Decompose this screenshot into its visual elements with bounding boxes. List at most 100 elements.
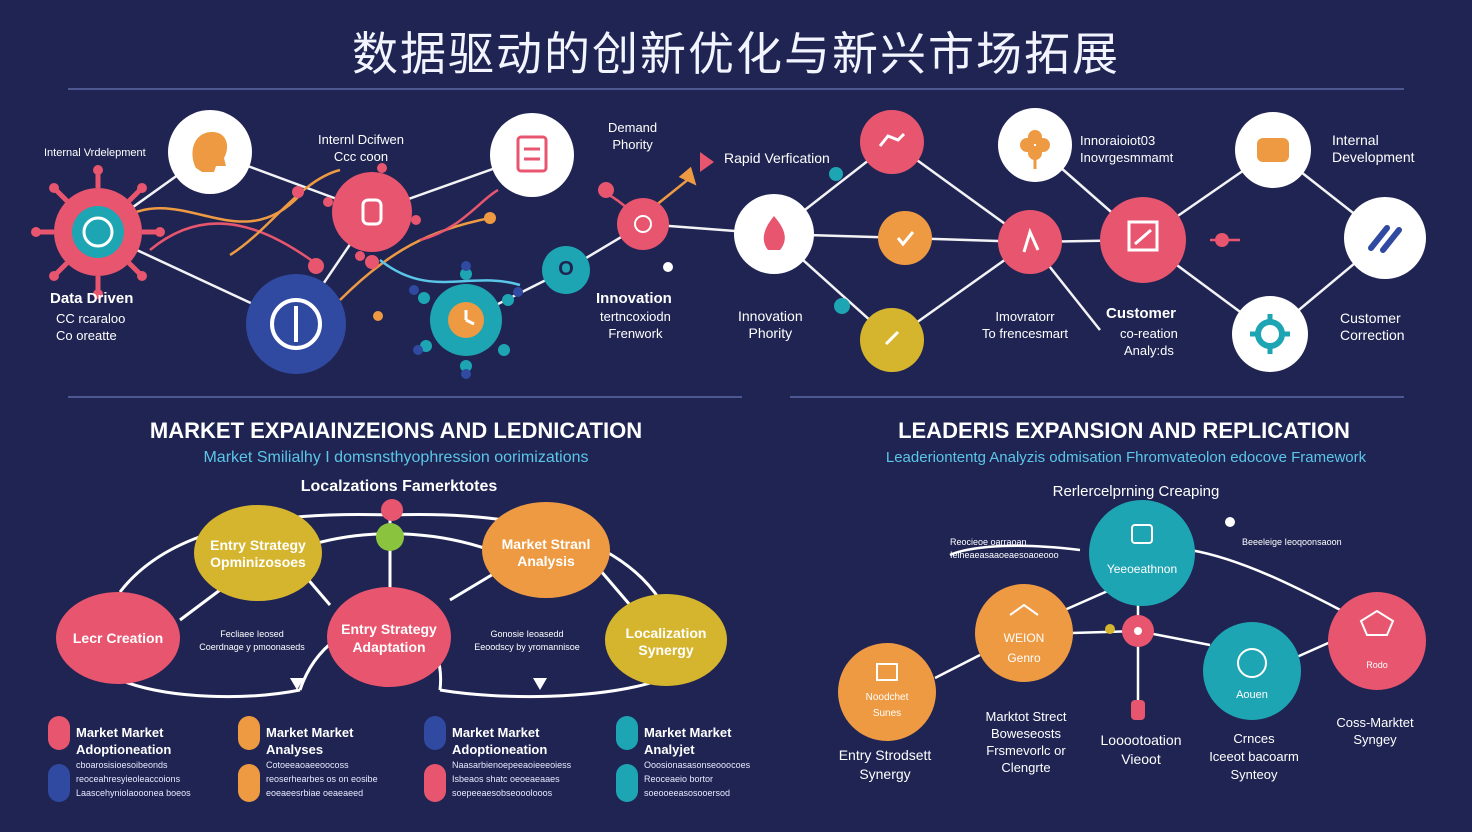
page-title: 数据驱动的创新优化与新兴市场拓展 (352, 27, 1120, 81)
left-node-lecture-creation-label: Lecr Creation (72, 630, 164, 646)
left-node-entry-optimization (194, 505, 322, 601)
top-colored-curves (119, 168, 1240, 301)
right-node-reelation (1089, 500, 1195, 606)
node-brain (246, 274, 346, 374)
label-customer-corection: Customer Correction (1340, 310, 1405, 343)
legend-pill-bottom (616, 764, 638, 802)
right-panel-heading: LEADERIS EXPANSION AND REPLICATION (898, 418, 1350, 443)
chart-icon (1127, 220, 1159, 252)
legend-title: Market Market Analyses (266, 725, 354, 757)
virus-icon (82, 216, 114, 248)
left-node-market-analysis (482, 502, 610, 598)
node-flame (734, 194, 814, 274)
right-framework-title: Rerlercelprning Creaping (1052, 483, 1220, 500)
label-intern-driven: Internl Dcifwen Ccc coon (318, 132, 404, 164)
node-data-driven (31, 165, 165, 299)
flame-icon (763, 216, 785, 250)
label-innovation-priority: Innovation Phority (738, 308, 803, 341)
left-node-entry-adaptation-label: Entry Strategy Adaptation (341, 621, 437, 655)
label-innovator-fencement: Imovratorr To frencesmart (982, 309, 1068, 341)
right-label-crnces: Crnces Iceeot bacoarm Synteoy (1209, 731, 1299, 782)
label-innovation-framework: Innovation (596, 290, 672, 307)
chevron-down-icon (290, 678, 304, 690)
legend-pill-bottom (48, 764, 70, 802)
right-label-cross-market: Coss-Marktet Syngey (1336, 715, 1414, 747)
label-internal-vdeployment: Internal Vrdelepment (44, 147, 146, 159)
teamwork-icon (1257, 138, 1289, 162)
node-slash (1344, 197, 1426, 279)
handshake-icon (878, 132, 906, 147)
right-label-beeeleige: Beeeleige Ieoqoonsaoon (1242, 537, 1342, 547)
left-node-lecture-creation (56, 592, 180, 684)
node-flower (998, 108, 1072, 182)
check-icon (884, 330, 900, 346)
right-node-market-sunes (838, 643, 936, 741)
node-intern-driven (323, 163, 421, 261)
right-node-rodo-label: Rodo (1366, 660, 1388, 670)
legend-desc: Ooosionasasonseooocoes Reoceaeio bortor … (644, 760, 751, 798)
left-node-top-orange (381, 499, 403, 521)
gear-icon (1255, 319, 1285, 349)
lock-icon (361, 198, 383, 226)
flower-icon (1020, 130, 1050, 160)
node-clock (409, 261, 523, 379)
left-node-entry-optimization-label: Entry Strategy Opminizosoes (210, 537, 306, 570)
arrow-icon (678, 166, 697, 186)
check-icon (896, 231, 915, 247)
legend-pill-bottom (424, 764, 446, 802)
brain-icon (270, 298, 322, 350)
label-innovation-top: Innoraioiot03 Inovrgesmmamt (1080, 133, 1174, 165)
left-note-left: Fecliaee Ieosed Coerdnage y pmoonaseds (199, 629, 305, 652)
node-o-label: O (558, 258, 574, 280)
right-label-localization-vieot: Looootoation Vieoot (1100, 732, 1182, 767)
right-node-market-sunes-label: Noodchet Sunes (865, 692, 909, 719)
node-check-yellow (860, 308, 924, 372)
right-panel-subheading: Leaderiontentg Analyzis odmisation Fhrom… (885, 449, 1367, 466)
node-face (168, 110, 252, 194)
right-node-reelation-label: Yeeoeathnon (1106, 562, 1178, 576)
label-internal-development: Internal Development (1332, 132, 1415, 165)
arrow-icon (700, 152, 714, 172)
left-panel-heading: MARKET EXPAIAINZEIONS AND LEDNICATION (149, 418, 643, 443)
node-checklist (490, 113, 574, 197)
right-node-weon-label: WEION Genro (1003, 631, 1045, 665)
top-small-dots (292, 167, 1229, 321)
checklist-icon (516, 135, 548, 173)
node-pink-small (617, 198, 669, 250)
right-node-rodo (1328, 592, 1426, 690)
legend-title: Market Market Analyjet (644, 725, 732, 757)
label-customer-cocreation: Customer (1106, 305, 1177, 322)
label-rapid-verification: Rapid Verfication (724, 150, 830, 166)
node-chart (1100, 197, 1186, 283)
right-label-reocieoe: Reocieoe oarraoan Ieiheaeasaaoeaesoaoeoo… (950, 537, 1059, 560)
legend-pill-top (424, 716, 446, 750)
right-node-weon (975, 584, 1073, 682)
legend-pill-top (616, 716, 638, 750)
node-pin (998, 210, 1062, 274)
left-panel-divider (68, 396, 742, 398)
right-label-entry-synergy: Entry Strodsett Synergy (838, 747, 932, 782)
right-node-pin-bottom (1131, 700, 1145, 720)
label-demand-priority: Demand Phority (608, 120, 658, 152)
left-node-localization-synergy-label: Localization Synergy (625, 625, 707, 658)
label-data-driven-sub: CC rcaraloo Co oreatte (56, 311, 126, 343)
left-node-top-green (376, 523, 404, 551)
left-node-localization-synergy (605, 594, 727, 686)
legend-desc: Naasarbienoepeeaoieeeoiess Isbeaos shatc… (452, 760, 572, 798)
label-innovation-framework-sub: tertncoxiodn Frenwork (600, 309, 671, 341)
left-framework-title: Localzations Famerktotes (300, 478, 498, 495)
left-panel-subheading: Market Smilialhy I domsnsthyophression o… (203, 449, 589, 466)
legend-pill-top (48, 716, 70, 750)
right-label-market-street: Marktot Strect Boweseosts Frsmevorlc or … (985, 709, 1067, 775)
legend-title: Market Market Adoptioneation (452, 725, 548, 757)
label-data-driven: Data Driven (50, 290, 134, 307)
right-node-aouen (1203, 622, 1301, 720)
face-icon (192, 132, 228, 172)
legend-title: Market Market Adoptioneation (76, 725, 172, 757)
node-handshake (860, 110, 924, 174)
node-gear (1232, 296, 1308, 372)
left-node-entry-adaptation (327, 587, 451, 687)
slash-icon (1368, 225, 1402, 253)
left-node-market-analysis-label: Market Stranl Analysis (501, 536, 591, 569)
